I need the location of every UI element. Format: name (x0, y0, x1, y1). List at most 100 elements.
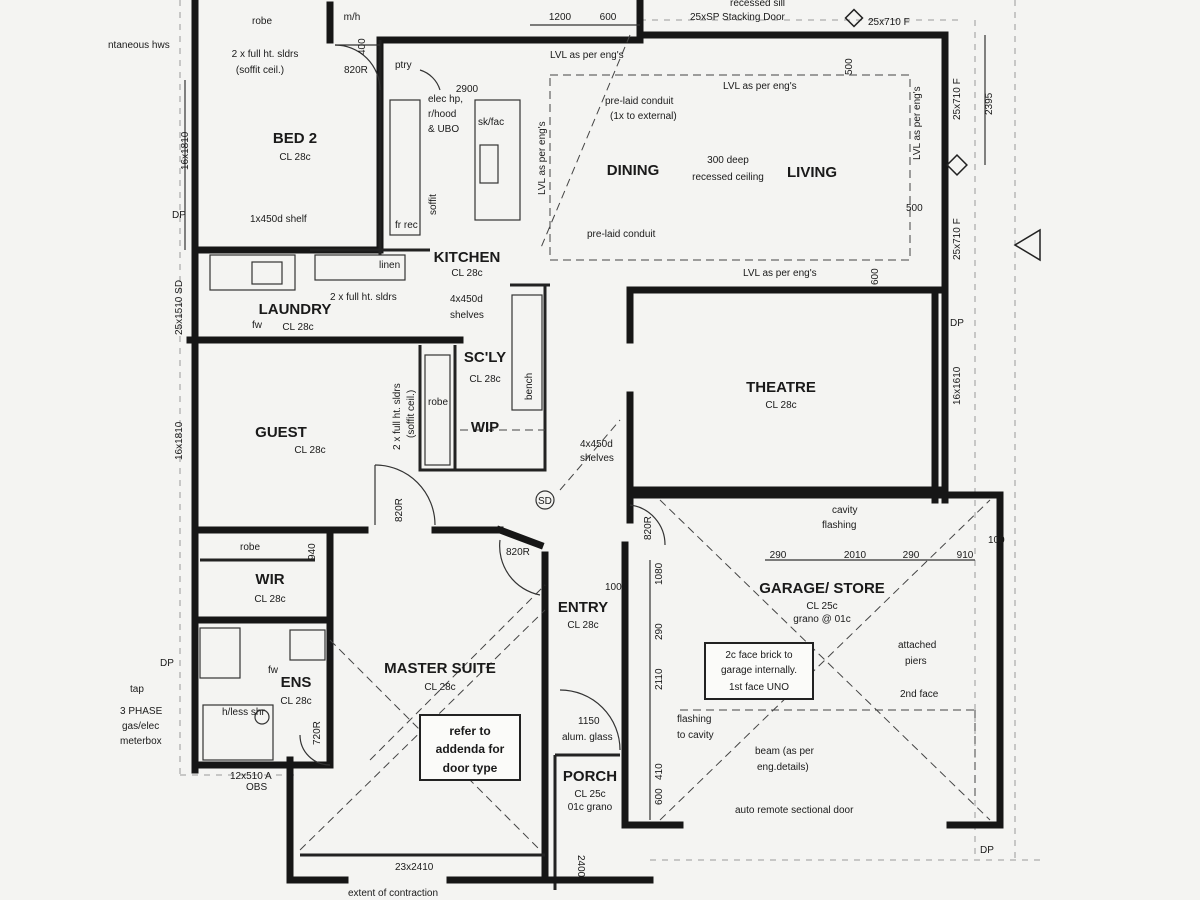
note-shelves-a: 4x450d (450, 294, 483, 305)
window-bed2: 16x1810 (180, 131, 191, 170)
note-fridge-recess: fr rec (395, 220, 418, 231)
room-ceiling-ens: CL 28c (280, 696, 311, 707)
dim-door-ens: 720R (312, 721, 323, 745)
note-pantry: ptry (395, 60, 412, 71)
note-flashing-2: to cavity (677, 730, 714, 741)
note-sliders-bed2: 2 x full ht. sldrs (232, 49, 299, 60)
label-dp-1: DP (172, 210, 186, 221)
note-elec-3: & UBO (428, 124, 459, 135)
dim-garage-600: 600 (654, 788, 665, 805)
window-theatre: 16x1610 (952, 366, 963, 405)
dim-door-garage: 820R (643, 516, 654, 540)
label-dp-3: DP (160, 658, 174, 669)
note-robe-guest: robe (428, 397, 448, 408)
window-right-2: 25x710 F (952, 218, 963, 260)
walls (186, 0, 1004, 890)
window-right-1: 25x710 F (952, 78, 963, 120)
window-ens: 12x510 A (230, 771, 272, 782)
note-glass-width: 1150 (578, 716, 600, 727)
dim-garage-290-b: 290 (903, 550, 920, 561)
note-lvl-top: LVL as per eng's (550, 50, 624, 61)
window-laundry: 25x1510 SD (174, 280, 185, 335)
room-label-guest: GUEST (255, 424, 307, 441)
note-phase-2: gas/elec (122, 721, 159, 732)
room-label-scly: SC'LY (464, 349, 506, 366)
section-markers (535, 8, 1041, 510)
note-conduit-bottom: pre-laid conduit (587, 229, 656, 240)
note-stacking-door: 25xSP Stacking Door (690, 12, 786, 23)
room-label-wip: WIP (471, 419, 499, 436)
note-smoke-detector: SD (538, 496, 552, 507)
window-guest: 16x1810 (174, 421, 185, 460)
note-brick-3: 1st face UNO (729, 682, 789, 693)
note-tap: tap (130, 684, 144, 695)
note-lvl-dining: LVL as per eng's (723, 81, 797, 92)
dim-600-top: 600 (600, 12, 617, 23)
room-label-kitchen: KITCHEN (434, 249, 501, 266)
brick-note-box (704, 642, 814, 700)
note-sliders-guest: 2 x full ht. sldrs (392, 383, 403, 450)
note-conduit-top: pre-laid conduit (605, 96, 674, 107)
room-floor-garage: grano @ 01c (793, 614, 850, 625)
dim-garage-410: 410 (654, 763, 665, 780)
note-robe-wir: robe (240, 542, 260, 553)
note-hws: ntaneous hws (108, 40, 170, 51)
dim-porch-2400: 2400 (575, 855, 586, 878)
note-phase-3: meterbox (120, 736, 162, 747)
setout-lines (179, 0, 1040, 861)
dim-door-bed2: 820R (344, 65, 368, 76)
room-label-living: LIVING (787, 164, 837, 181)
note-bench: bench (524, 373, 535, 400)
label-dp-2: DP (950, 318, 964, 329)
room-ceiling-theatre: CL 28c (765, 400, 796, 411)
dim-500-a: 500 (844, 58, 855, 75)
dim-500-b: 500 (906, 203, 923, 214)
room-ceiling-laundry: CL 28c (282, 322, 313, 333)
note-soffit-guest: (soffit ceil.) (406, 390, 417, 438)
dim-2900: 2900 (456, 84, 479, 95)
dim-entry-100: 100 (605, 582, 622, 593)
note-beam-1: beam (as per (755, 746, 815, 757)
addenda-note-box (419, 714, 521, 781)
note-cavity-2: flashing (822, 520, 856, 531)
note-sliders-laundry: 2 x full ht. sldrs (330, 292, 397, 303)
note-soffit-vertical: soffit (428, 194, 439, 215)
room-label-theatre: THEATRE (746, 379, 816, 396)
room-label-laundry: LAUNDRY (259, 301, 332, 318)
dim-940: 940 (307, 543, 318, 560)
fixtures (199, 99, 543, 761)
note-brick-1: 2c face brick to (725, 650, 793, 661)
note-recessed-sill: recessed sill (730, 0, 785, 9)
room-ceiling-wir: CL 28c (254, 594, 285, 605)
note-recessed-ceiling-1: 300 deep (707, 155, 749, 166)
note-brick-2: garage internally. (721, 665, 797, 676)
dim-garage-290-c: 290 (654, 623, 665, 640)
dim-garage-910: 910 (957, 550, 974, 561)
note-lvl-vertical-living: LVL as per eng's (912, 86, 923, 160)
room-ceiling-kitchen: CL 28c (451, 268, 482, 279)
note-shelf-bed2: 1x450d shelf (250, 214, 307, 225)
note-soffit-bed2: (soffit ceil.) (236, 65, 284, 76)
note-linen: linen (379, 260, 400, 271)
room-ceiling-scly: CL 28c (469, 374, 500, 385)
note-sink: sk/fac (478, 117, 504, 128)
note-hobless-shower: h/less shr (222, 707, 265, 718)
dim-garage-2110: 2110 (654, 668, 665, 690)
note-sectional-door: auto remote sectional door (735, 805, 854, 816)
note-conduit-top-b: (1x to external) (610, 111, 677, 122)
note-phase-1: 3 PHASE (120, 706, 163, 717)
dim-garage-2010: 2010 (844, 550, 867, 561)
dim-2395: 2395 (984, 92, 995, 115)
note-piers-2: piers (905, 656, 927, 667)
note-addenda-1: refer to (449, 724, 490, 738)
room-ceiling-porch: CL 25c (574, 789, 605, 800)
note-extent: extent of contraction (348, 888, 438, 899)
note-obscure-glass: OBS (246, 782, 267, 793)
room-ceiling-garage: CL 25c (806, 601, 837, 612)
note-elec-1: elec hp, (428, 94, 463, 105)
room-floor-porch: 01c grano (568, 802, 613, 813)
note-lvl-vertical-kitchen: LVL as per eng's (537, 121, 548, 195)
dim-door-master: 820R (506, 547, 530, 558)
room-ceiling-guest: CL 28c (294, 445, 325, 456)
